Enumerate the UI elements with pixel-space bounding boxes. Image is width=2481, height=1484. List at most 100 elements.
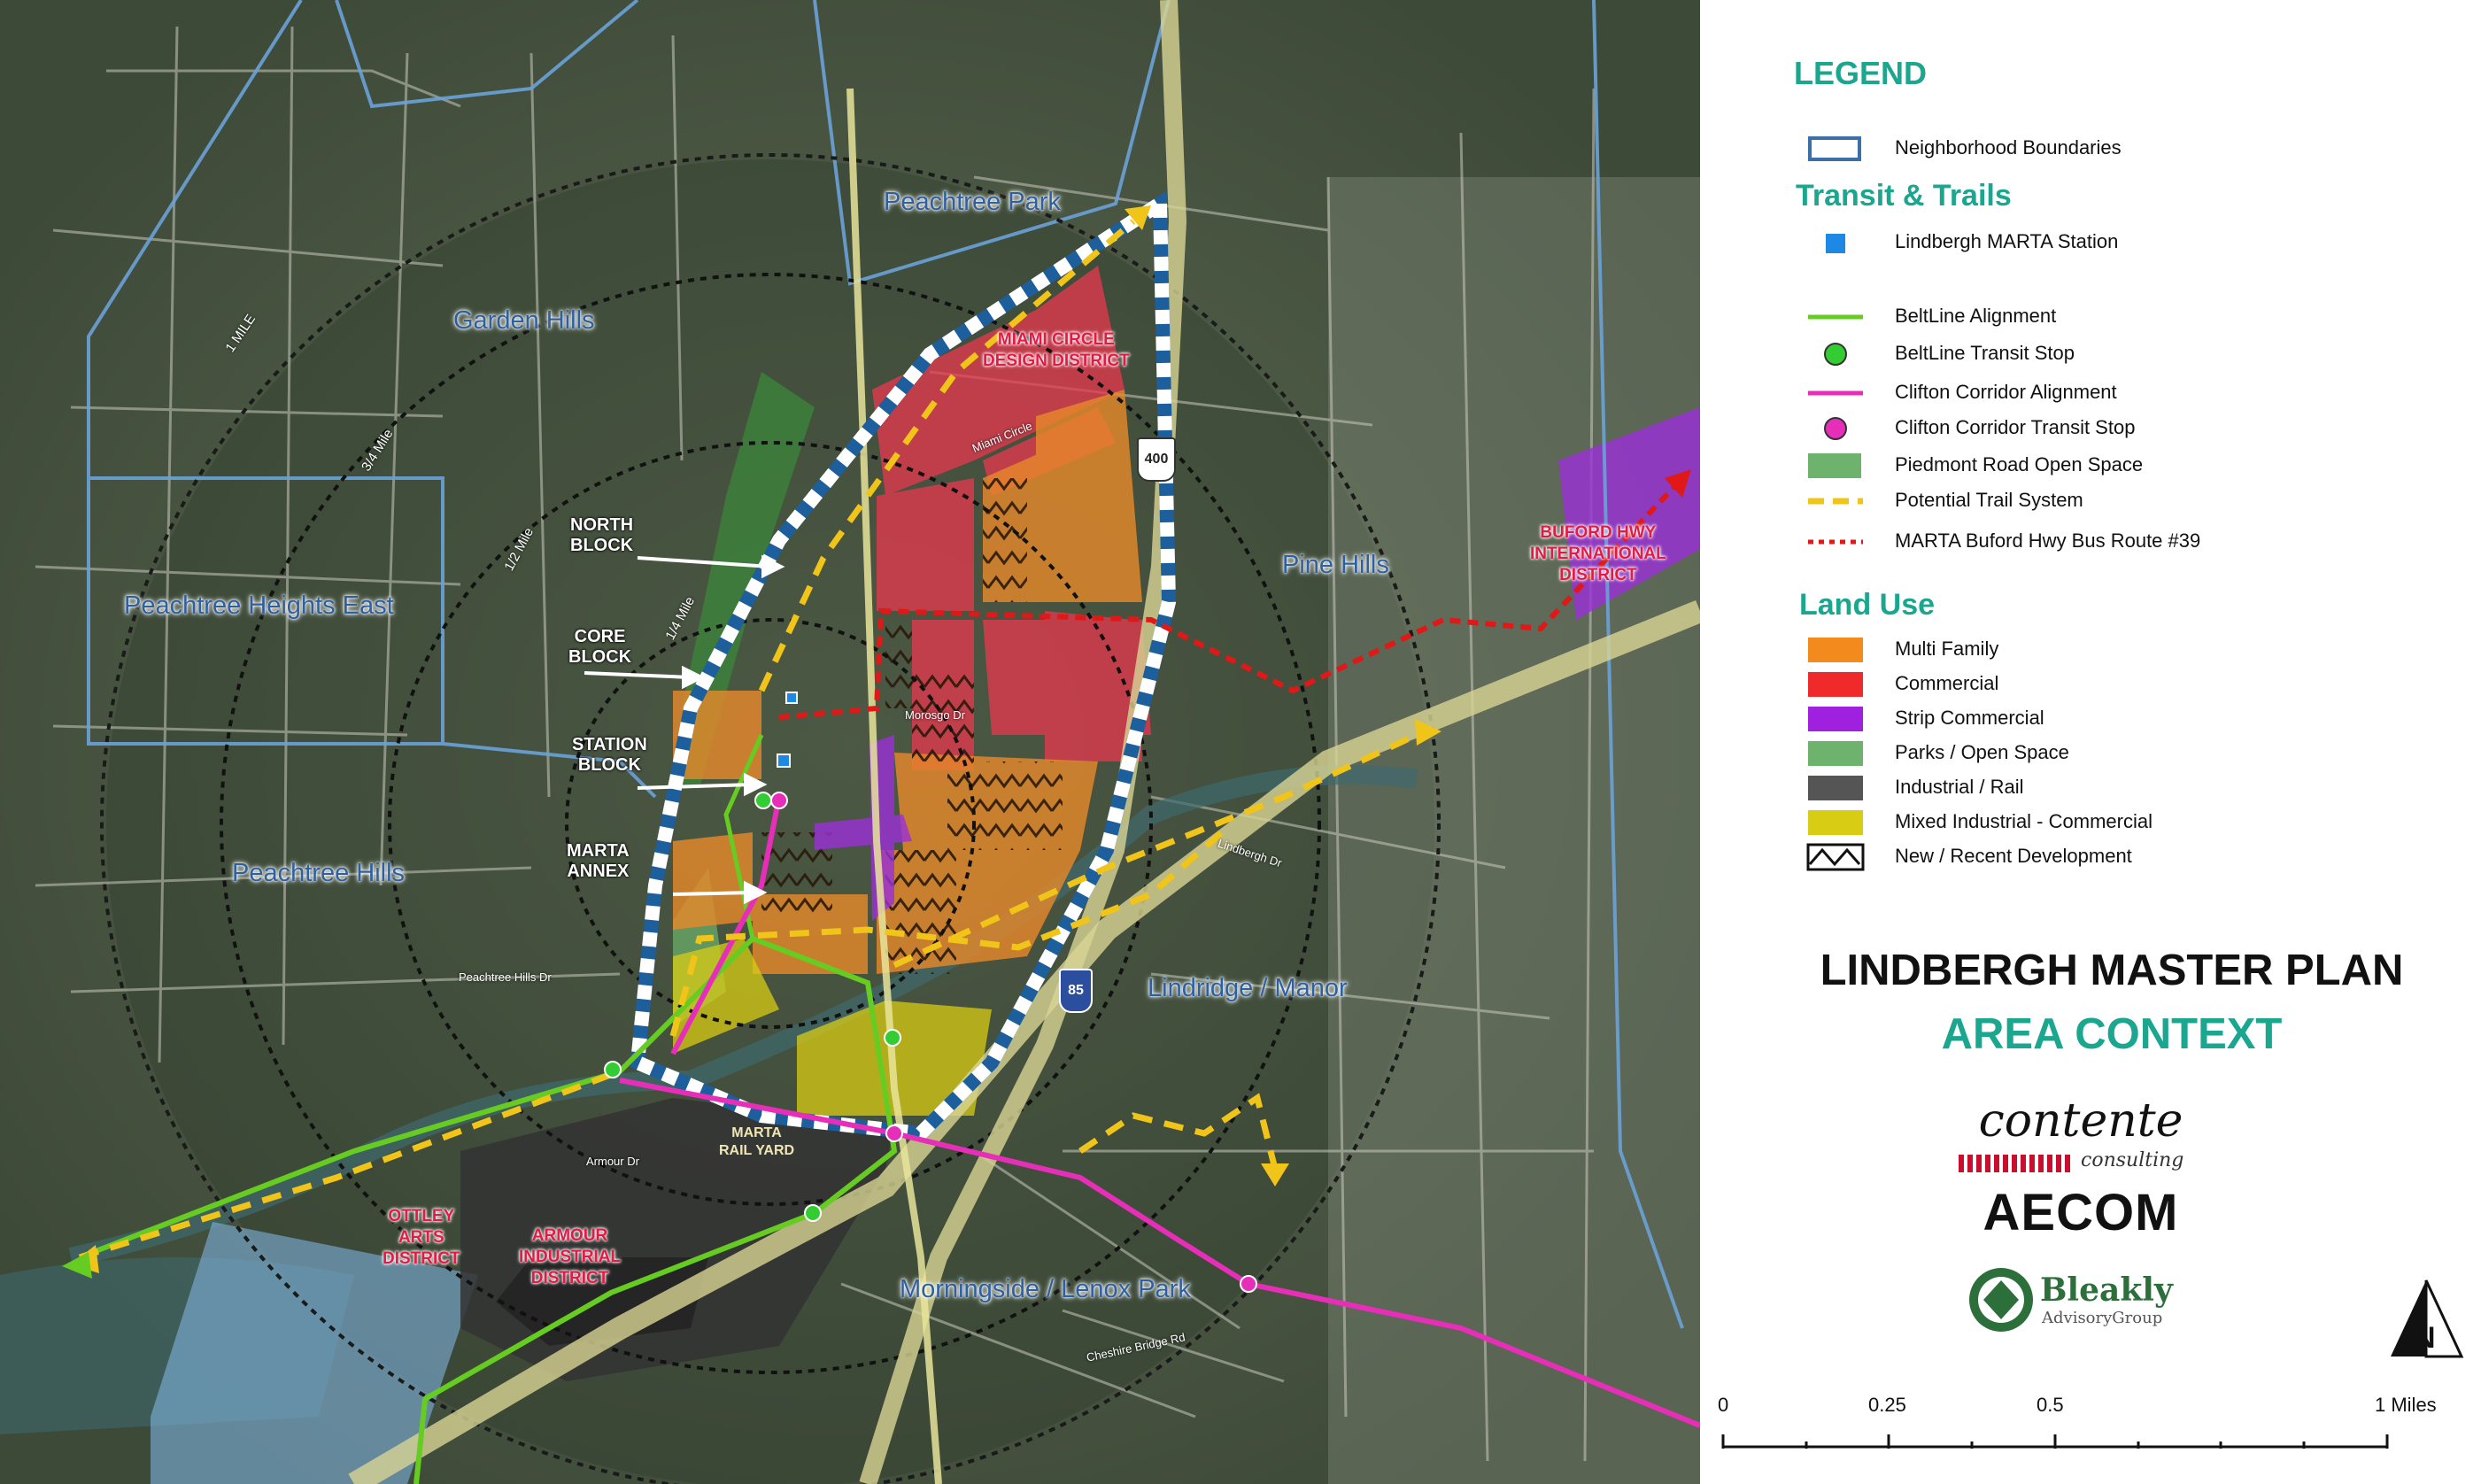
legend-label-landuse-3: Parks / Open Space (1895, 741, 2069, 763)
transit-stops[interactable] (604, 692, 1257, 1293)
legend-symbol-dash (1808, 498, 1863, 505)
label-morosgo-dr: Morosgo Dr (905, 708, 965, 722)
ga-400-highway (859, 0, 1187, 1484)
bleakly-advisory-logo: Bleakly AdvisoryGroup (1966, 1257, 2196, 1342)
label-peachtree-park: Peachtree Park (884, 188, 1061, 216)
label-station-block: STATION BLOCK (572, 735, 647, 775)
legend-label-transit-4: Clifton Corridor Transit Stop (1895, 416, 2136, 438)
legend-symbol-dot (1824, 343, 1847, 366)
legend-label-landuse-2: Strip Commercial (1895, 707, 2044, 729)
scale-label-05: 0.5 (2037, 1394, 2064, 1416)
peachtree-creek (68, 765, 1418, 1267)
legend-label-transit-6: Potential Trail System (1895, 489, 2083, 511)
label-armour-industrial-district: ARMOUR INDUSTRIAL DISTRICT (519, 1226, 622, 1287)
clifton-stop-cheshire[interactable] (1240, 1275, 1257, 1293)
legend-label-transit-0: Lindbergh MARTA Station (1895, 230, 2119, 252)
map-canvas (0, 0, 1700, 1484)
clifton-stop-lindbergh[interactable] (770, 792, 788, 809)
legend-swatch-landuse-6 (1806, 843, 1865, 871)
legend-label-landuse-0: Multi Family (1895, 638, 1999, 660)
legend-swatch-landuse-5 (1808, 810, 1863, 835)
contente-consulting-logo: contente consulting (1948, 1094, 2214, 1183)
bus-route-arrowhead (1665, 469, 1691, 498)
industrial-blue-area (151, 1222, 478, 1484)
beltline-arrowhead (62, 1252, 92, 1279)
scale-label-025: 0.25 (1868, 1394, 1906, 1416)
beltline-stop-south[interactable] (804, 1204, 822, 1222)
beltline-stop-piedmont[interactable] (884, 1029, 901, 1047)
legend-label-transit-7: MARTA Buford Hwy Bus Route #39 (1895, 529, 2201, 552)
legend-label-transit-1: BeltLine Alignment (1895, 305, 2057, 327)
legend-symbol-rect (1808, 453, 1861, 478)
legend-symbol-dot (1824, 417, 1847, 440)
bleakly-logo-word: Bleakly (2040, 1271, 2173, 1309)
legend-label-landuse-4: Industrial / Rail (1895, 776, 2024, 798)
study-area-outline-white (630, 190, 1177, 1141)
bleakly-logo-sub: AdvisoryGroup (2042, 1309, 2163, 1327)
legend-transit-heading: Transit & Trails (1796, 179, 2012, 213)
legend-symbol-square (1826, 234, 1845, 253)
scale-label-0: 0 (1718, 1394, 1729, 1416)
label-morningside-lenox-park: Morningside / Lenox Park (900, 1275, 1191, 1303)
clifton-stop-piedmont[interactable] (885, 1125, 903, 1142)
legend-symbol-line (1808, 314, 1863, 320)
label-peachtree-hills: Peachtree Hills (232, 859, 406, 887)
scale-label-1-miles: 1 Miles (2375, 1394, 2437, 1416)
label-north-block: NORTH BLOCK (570, 515, 634, 555)
beltline-stop-west[interactable] (604, 1061, 622, 1078)
scale-bar-graphic (1721, 1434, 2389, 1449)
aecom-logo: AECOM (1982, 1184, 2179, 1241)
contente-logo-sub: consulting (2081, 1149, 2184, 1171)
legend-title: LEGEND (1794, 55, 1928, 91)
bleakly-emblem-icon (1969, 1268, 2033, 1332)
legend-label-landuse-6: New / Recent Development (1895, 845, 2132, 867)
armour-industrial-area (496, 1257, 708, 1346)
legend-swatch-landuse-4 (1808, 776, 1863, 800)
legend-panel: LEGEND Neighborhood Boundaries Transit &… (1700, 0, 2481, 1484)
label-marta-annex: MARTA ANNEX (567, 841, 630, 881)
marta-bus-route-39 (778, 475, 1685, 720)
legend-swatch-landuse-3 (1808, 741, 1863, 766)
beltline-alignment (78, 935, 898, 1484)
legend-swatch-landuse-0 (1808, 638, 1863, 662)
plan-subtitle: AREA CONTEXT (1941, 1010, 2283, 1058)
beltline-stop-lindbergh[interactable] (754, 792, 772, 809)
legend-label-transit-2: BeltLine Transit Stop (1895, 342, 2075, 364)
contente-logo-word: contente (1978, 1094, 2183, 1148)
plan-title: LINDBERGH MASTER PLAN (1820, 947, 2404, 994)
legend-label-transit-5: Piedmont Road Open Space (1895, 453, 2144, 475)
label-pine-hills: Pine Hills (1282, 551, 1389, 579)
lindbergh-marta-station[interactable] (777, 754, 791, 768)
label-peachtree-hills-dr: Peachtree Hills Dr (459, 970, 552, 984)
legend-landuse-heading: Land Use (1799, 588, 1936, 622)
label-buford-hwy-district: BUFORD HWY INTERNATIONAL DISTRICT (1530, 523, 1666, 584)
label-marta-rail-yard: MARTA RAIL YARD (719, 1125, 795, 1158)
legend-symbol-line (1808, 390, 1863, 396)
legend-symbol-dots (1808, 539, 1863, 545)
marta-station-north[interactable] (785, 692, 798, 704)
legend-label-transit-3: Clifton Corridor Alignment (1895, 381, 2117, 403)
label-miami-circle-district: MIAMI CIRCLE DESIGN DISTRICT (983, 330, 1130, 370)
piedmont-road (846, 88, 942, 1484)
label-armour-dr: Armour Dr (586, 1155, 639, 1168)
developed-area-east (1328, 177, 1700, 1484)
north-arrow-icon (2391, 1279, 2464, 1358)
ga-400-shield: 400 (1137, 437, 1176, 482)
label-lindridge-manor: Lindridge / Manor (1148, 974, 1348, 1002)
scale-bar: 0 0.25 0.5 1 Miles (1718, 1390, 2479, 1479)
label-peachtree-heights-east: Peachtree Heights East (124, 591, 394, 620)
street-network (35, 26, 1596, 1462)
legend-swatch-landuse-1 (1808, 672, 1863, 697)
neighborhood-boundary-symbol (1808, 136, 1861, 161)
label-core-block: CORE BLOCK (568, 627, 632, 667)
legend-label-neighborhood-boundaries: Neighborhood Boundaries (1895, 136, 2122, 158)
contente-people-icon (1959, 1155, 2070, 1172)
north-arrow-letter: N (2414, 1321, 2436, 1355)
north-arrow: N (2382, 1275, 2470, 1364)
i-85-shield: 85 (1059, 969, 1093, 1013)
block-pointer-arrows (584, 554, 785, 905)
area-context-map[interactable]: Peachtree Park Garden Hills Peachtree He… (0, 0, 1700, 1484)
distance-rings (100, 153, 1441, 1484)
label-ottley-arts-district: OTTLEY ARTS DISTRICT (383, 1207, 460, 1268)
label-garden-hills: Garden Hills (453, 306, 595, 335)
